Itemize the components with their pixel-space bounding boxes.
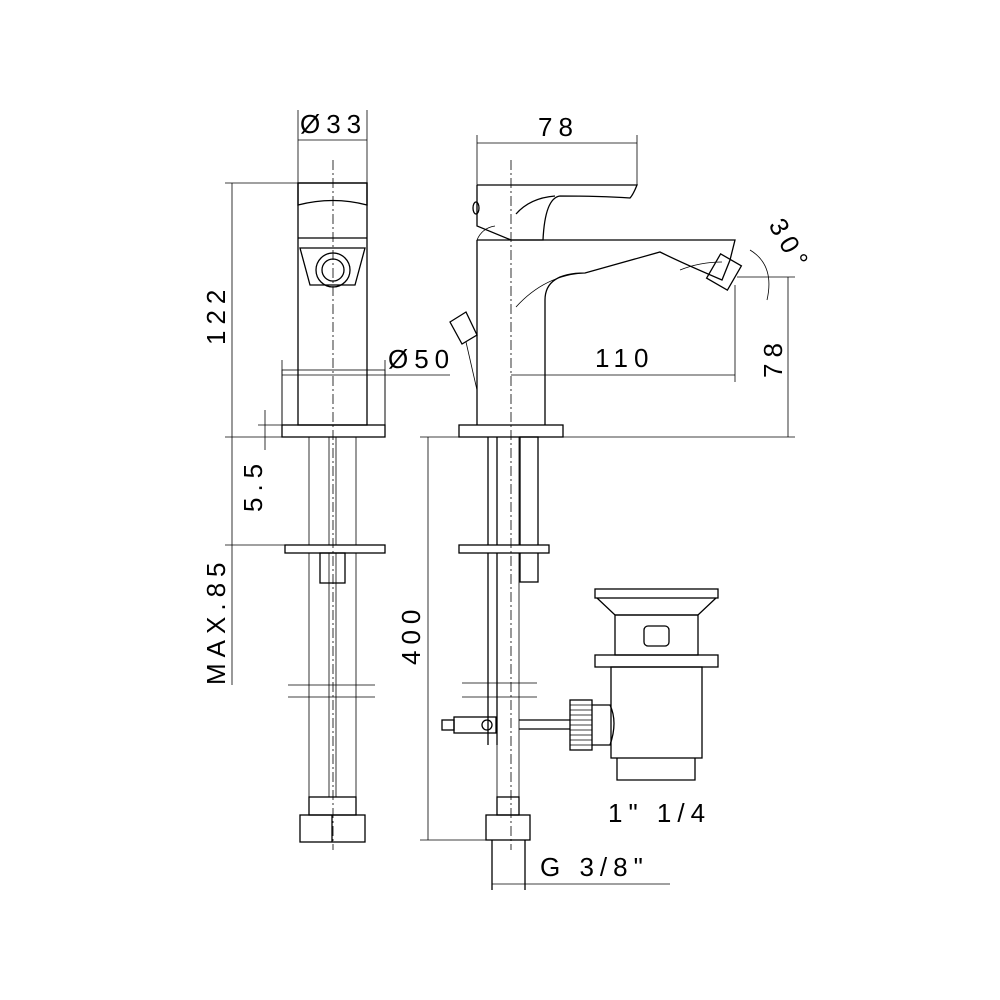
side-washer: [458, 544, 550, 554]
dim-hose-400: 400: [396, 604, 426, 665]
drain-lever-knob: [449, 311, 478, 345]
spout-aerator: [705, 252, 743, 292]
front-hose-left: [308, 436, 330, 798]
front-washer: [284, 544, 386, 554]
side-spout: [477, 239, 736, 425]
side-view: 78 110 78 30° 400 G 3/8": [396, 112, 817, 890]
front-body: [297, 182, 368, 426]
dim-reach-110: 110: [595, 343, 654, 373]
front-view: Ø33 122 5.5 MAX.85 Ø50: [201, 109, 455, 850]
dim-base-5-5: 5.5: [238, 458, 268, 512]
dim-angle-30: 30°: [763, 213, 818, 278]
pull-rod-clamp: [453, 716, 497, 734]
dim-handle-78: 78: [538, 112, 579, 142]
drain-size-label: 1" 1/4: [608, 798, 711, 828]
dim-diameter-33: Ø33: [300, 109, 367, 139]
dim-thread-g38: G 3/8": [540, 852, 649, 882]
pop-up-drain: 1" 1/4: [569, 588, 719, 828]
side-hose: [496, 436, 520, 798]
front-base-flange: [281, 424, 386, 438]
front-lever-socket: [299, 247, 366, 286]
side-handle: [477, 184, 638, 241]
dim-max-85: MAX.85: [201, 557, 231, 686]
dim-spout-height-78: 78: [758, 337, 788, 378]
front-hose-right: [335, 436, 357, 798]
dim-diameter-50: Ø50: [388, 344, 455, 374]
dim-height-122: 122: [201, 284, 231, 345]
front-handle: [297, 182, 368, 206]
side-nut: [485, 814, 531, 841]
